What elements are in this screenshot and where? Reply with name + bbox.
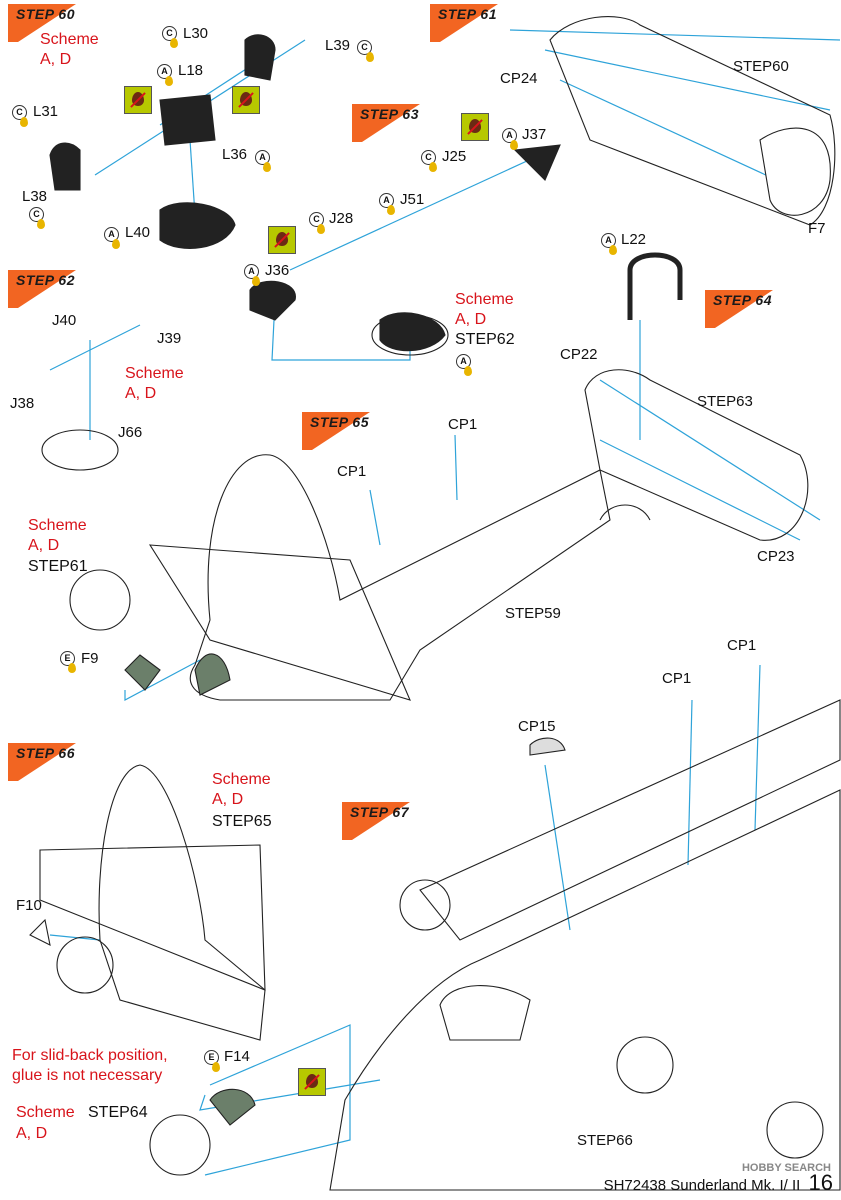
glue-icon bbox=[510, 140, 518, 150]
glue-icon bbox=[609, 245, 617, 255]
part-label: L40 bbox=[125, 224, 151, 241]
paint-a-badge: A bbox=[379, 193, 394, 208]
step-63-header: STEP 63 bbox=[352, 104, 420, 142]
paint-a-badge: A bbox=[456, 354, 471, 369]
scheme-note-66: Scheme A, D bbox=[212, 771, 271, 808]
no-glue-icon bbox=[268, 226, 296, 254]
scheme-label: Scheme bbox=[455, 291, 514, 308]
glue-icon bbox=[387, 205, 395, 215]
glue-icon bbox=[37, 219, 45, 229]
glue-icon bbox=[464, 366, 472, 376]
glue-icon bbox=[112, 239, 120, 249]
glue-icon bbox=[252, 276, 260, 286]
part-label: J39 bbox=[157, 330, 182, 347]
paint-c-badge: C bbox=[421, 150, 436, 165]
part-label: J66 bbox=[118, 424, 143, 441]
step-67-header: STEP 67 bbox=[342, 802, 410, 840]
part-label: CP23 bbox=[757, 548, 795, 565]
glue-icon bbox=[170, 38, 178, 48]
part-label: L22 bbox=[621, 231, 647, 248]
kit-code: SH72438 Sunderland Mk. I/ II bbox=[603, 1177, 801, 1194]
part-label: F9 bbox=[81, 650, 99, 667]
part-label: J40 bbox=[52, 312, 77, 329]
part-label: CP24 bbox=[500, 70, 538, 87]
paint-a-badge: A bbox=[104, 227, 119, 242]
step-ref: STEP64 bbox=[88, 1104, 148, 1121]
paint-a-badge: A bbox=[601, 233, 616, 248]
paint-c-badge: C bbox=[357, 40, 372, 55]
no-glue-icon bbox=[124, 86, 152, 114]
paint-e-badge: E bbox=[204, 1050, 219, 1065]
step-66-header: STEP 66 bbox=[8, 743, 76, 781]
step-ref: STEP60 bbox=[733, 58, 789, 75]
part-label: CP1 bbox=[448, 416, 478, 433]
no-glue-icon bbox=[461, 113, 489, 141]
glue-icon bbox=[366, 52, 374, 62]
part-label: J38 bbox=[10, 395, 35, 412]
part-label: CP22 bbox=[560, 346, 598, 363]
page-footer: SH72438 Sunderland Mk. I/ II 16 bbox=[604, 1170, 833, 1196]
step-ref: STEP63 bbox=[697, 393, 753, 410]
part-label: L38 bbox=[22, 188, 48, 205]
paint-c-badge: C bbox=[309, 212, 324, 227]
no-glue-icon bbox=[232, 86, 260, 114]
part-label: CP1 bbox=[662, 670, 692, 687]
part-label: L39 bbox=[325, 37, 351, 54]
step-60-header: STEP 60 bbox=[8, 4, 76, 42]
no-glue-icon bbox=[298, 1068, 326, 1096]
glue-icon bbox=[212, 1062, 220, 1072]
part-label: J36 bbox=[265, 262, 290, 279]
paint-a-badge: A bbox=[255, 150, 270, 165]
step-64-header: STEP 64 bbox=[705, 290, 773, 328]
part-label: CP1 bbox=[727, 637, 757, 654]
paint-a-badge: A bbox=[502, 128, 517, 143]
part-label: CP1 bbox=[337, 463, 367, 480]
part-label: CP15 bbox=[518, 718, 556, 735]
paint-c-badge: C bbox=[162, 26, 177, 41]
step-61-header: STEP 61 bbox=[430, 4, 498, 42]
glue-icon bbox=[263, 162, 271, 172]
step-ref: STEP66 bbox=[577, 1132, 633, 1149]
part-label: J25 bbox=[442, 148, 467, 165]
paint-c-badge: C bbox=[12, 105, 27, 120]
step-62-header: STEP 62 bbox=[8, 270, 76, 308]
part-label: F14 bbox=[224, 1048, 250, 1065]
scheme-note-60: Scheme A, D bbox=[40, 31, 99, 68]
watermark: HOBBY SEARCH bbox=[741, 1162, 831, 1174]
part-label: L31 bbox=[33, 103, 59, 120]
part-label: L18 bbox=[178, 62, 204, 79]
scheme-note-62: Scheme A, D bbox=[125, 365, 184, 402]
step-ref: STEP65 bbox=[212, 813, 272, 830]
paint-a-badge: A bbox=[244, 264, 259, 279]
step-65-header: STEP 65 bbox=[302, 412, 370, 450]
scheme-ad: A, D bbox=[455, 311, 487, 328]
part-label: J51 bbox=[400, 191, 425, 208]
glue-icon bbox=[20, 117, 28, 127]
glue-icon bbox=[429, 162, 437, 172]
scheme-ad: A, D bbox=[16, 1125, 48, 1142]
part-label: F10 bbox=[16, 897, 42, 914]
glue-icon bbox=[165, 76, 173, 86]
step-ref: STEP59 bbox=[505, 605, 561, 622]
page-number: 16 bbox=[808, 1170, 833, 1195]
part-label: L36 bbox=[222, 146, 248, 163]
paint-a-badge: A bbox=[157, 64, 172, 79]
part-label: F7 bbox=[808, 220, 826, 237]
slid-back-note: For slid-back position, glue is not nece… bbox=[12, 1047, 168, 1084]
paint-e-badge: E bbox=[60, 651, 75, 666]
step-ref: STEP61 bbox=[28, 558, 88, 575]
scheme-note-65: Scheme A, D bbox=[28, 517, 87, 554]
step-ref: STEP62 bbox=[455, 331, 515, 348]
glue-icon bbox=[68, 663, 76, 673]
part-label: J37 bbox=[522, 126, 547, 143]
glue-icon bbox=[317, 224, 325, 234]
scheme-label: Scheme bbox=[16, 1104, 75, 1121]
part-label: J28 bbox=[329, 210, 354, 227]
part-label: L30 bbox=[183, 25, 209, 42]
paint-c-badge: C bbox=[29, 207, 44, 222]
